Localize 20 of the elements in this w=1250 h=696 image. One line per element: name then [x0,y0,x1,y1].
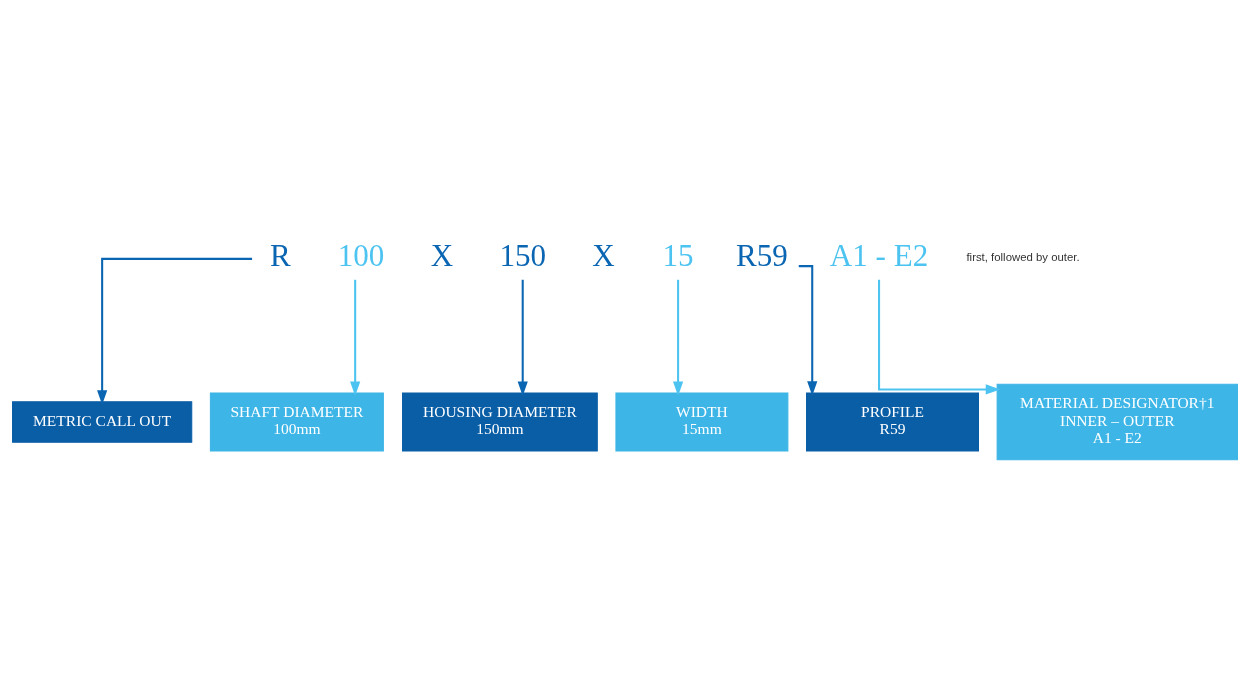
node-text: 100 [337,237,385,273]
label: X [592,237,615,273]
label: first, followed by outer. [966,250,1080,263]
node-text: A1 - E2 [829,237,929,273]
node-box: SHAFT DIAMETER 100mm [209,392,384,452]
arrow [673,279,684,396]
node-text: R59 [736,237,788,273]
node-box: MATERIAL DESIGNATOR†1 INNER – OUTER A1 - E2 [996,383,1238,460]
arrow [878,279,1001,394]
label: X [430,237,454,273]
node-text: 150 [499,237,546,273]
node-text: R [269,237,291,273]
node-box: WIDTH 15mm [615,392,789,452]
arrow [97,257,253,405]
node-box: HOUSING DIAMETER 150mm [402,392,598,452]
node-text: 15 [662,237,694,273]
arrow [350,279,361,396]
node-box: PROFILE R59 [806,392,979,452]
node-box: METRIC CALL OUT [12,400,193,443]
arrow [517,279,528,396]
